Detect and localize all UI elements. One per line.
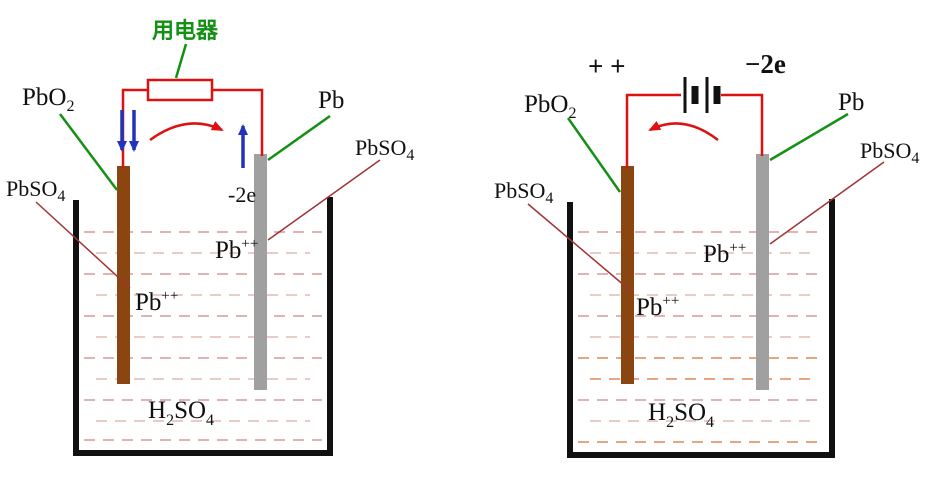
h2so4-label: H2SO4 <box>648 399 714 431</box>
pbso4-right-label: PbSO4 <box>355 135 414 164</box>
pb-ion-lower-label: Pb++ <box>135 288 178 316</box>
circuit-wire-left <box>625 93 681 168</box>
battery-icon <box>683 77 721 113</box>
charge-diagram: + + −2e PbO2 Pb PbSO4 PbSO4 Pb++ Pb++ H2… <box>494 49 919 458</box>
beaker-left <box>73 197 333 456</box>
pointer-line-load <box>174 43 188 79</box>
current-direction-arrow <box>149 121 224 142</box>
pointer-line-pbso4-right <box>769 161 885 245</box>
pbo2-label: PbO2 <box>524 91 576 122</box>
pb-label: Pb <box>838 89 864 116</box>
pb-ion-upper-label: Pb++ <box>703 240 746 268</box>
load-label: 用电器 <box>152 18 219 43</box>
resistor-load <box>146 78 214 102</box>
minus-2e-label: -2e <box>228 182 256 207</box>
pbo2-label: PbO2 <box>22 84 74 115</box>
h2so4-label: H2SO4 <box>148 397 214 429</box>
electrode-pbo2-right <box>621 166 634 384</box>
electrode-pbo2-left <box>117 166 130 384</box>
pointer-line-pbo2 <box>59 113 118 191</box>
circuit-wire-right <box>212 88 264 156</box>
pb-ion-upper-label: Pb++ <box>215 236 258 264</box>
pb-ion-lower-label: Pb++ <box>636 293 679 321</box>
electrolyte-lines-left <box>84 231 322 441</box>
pbso4-left-label: PbSO4 <box>494 178 553 207</box>
pointer-line-pbso4-right <box>267 159 381 241</box>
minus-2e-top-label: −2e <box>745 49 786 79</box>
electrode-pb-left <box>254 154 267 390</box>
electrode-pb-right <box>756 154 769 390</box>
pointer-line-pb <box>267 114 331 162</box>
discharge-diagram: 用电器 PbO2 Pb PbSO4 PbSO4 -2e Pb++ Pb++ H2… <box>6 18 414 456</box>
pb-label: Pb <box>318 87 344 114</box>
pointer-line-pbso4-left <box>35 201 131 289</box>
pbso4-right-label: PbSO4 <box>860 138 919 167</box>
circuit-wire-right <box>721 93 764 156</box>
pbso4-left-label: PbSO4 <box>6 176 65 205</box>
pointer-line-pbo2 <box>566 117 622 193</box>
beaker-right <box>567 199 835 458</box>
current-direction-arrow <box>648 120 719 141</box>
plus-plus-label: + + <box>588 51 626 81</box>
pointer-line-pb <box>769 112 849 162</box>
electrolyte-lines-right <box>578 231 824 443</box>
pointer-line-pbso4-left <box>527 203 633 293</box>
